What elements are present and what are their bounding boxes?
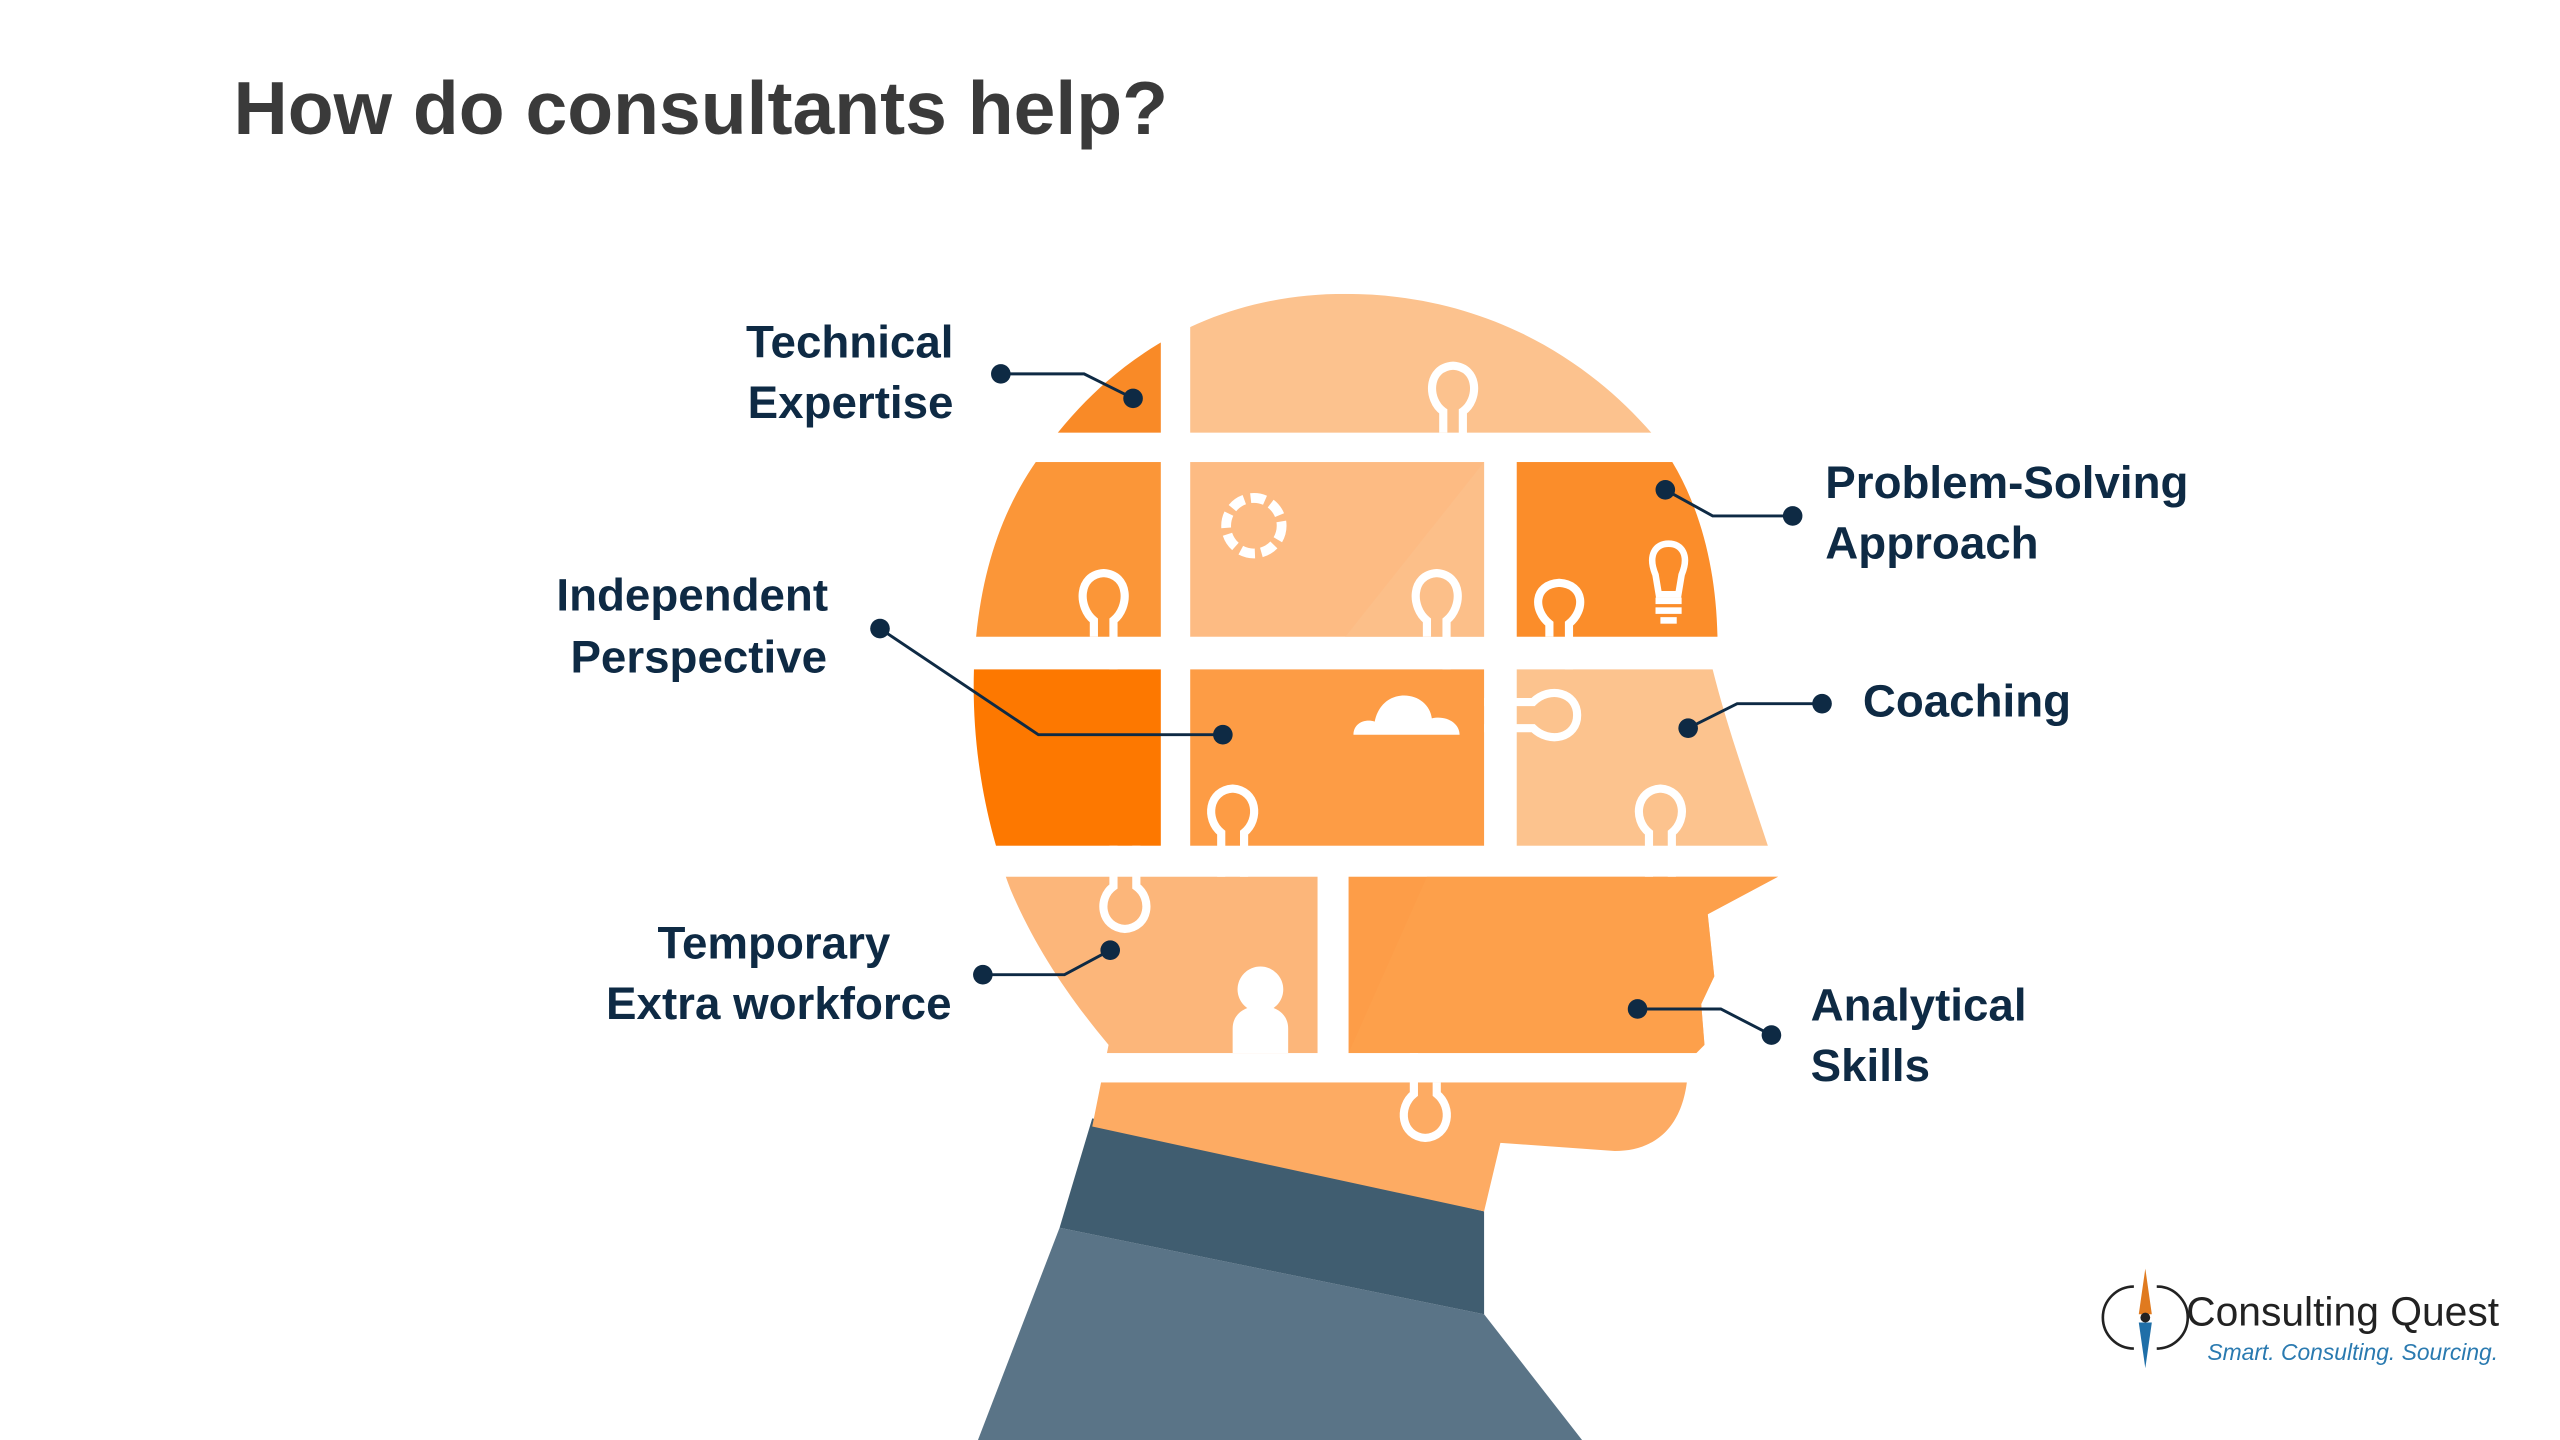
callout-problem-solving: Problem-Solving Approach — [1655, 457, 2188, 568]
compass-icon — [2101, 1268, 2189, 1369]
label-problem-solving-line1: Problem-Solving — [1825, 457, 2188, 508]
tile-problem-solving — [1516, 462, 1746, 637]
page-title: How do consultants help? — [233, 66, 1167, 150]
tile-technical — [973, 293, 1161, 433]
person-icon — [1232, 966, 1289, 1054]
tile-left-upper — [973, 462, 1161, 637]
callout-technical: Technical Expertise — [746, 317, 1143, 428]
gear-icon — [1221, 493, 1287, 559]
shirt-body — [977, 1227, 1583, 1440]
label-analytical-line2: Skills — [1811, 1040, 1930, 1091]
cloud-icon — [1353, 695, 1460, 735]
callout-coaching: Coaching — [1678, 676, 2071, 738]
callout-temporary: Temporary Extra workforce — [606, 917, 1120, 1029]
label-temporary-line2: Extra workforce — [606, 978, 951, 1029]
logo-name: Consulting Quest — [2186, 1289, 2500, 1335]
lightbulb-icon — [1649, 540, 1689, 624]
tile-independent-left — [973, 669, 1161, 846]
label-problem-solving-line2: Approach — [1825, 517, 2038, 568]
consulting-quest-logo: Consulting Quest Smart. Consulting. Sour… — [2101, 1268, 2500, 1369]
label-analytical-line1: Analytical — [1811, 979, 2027, 1030]
label-independent-line1: Independent — [556, 570, 828, 621]
tile-shading — [1345, 462, 1485, 637]
label-technical-line1: Technical — [746, 317, 953, 368]
logo-tagline: Smart. Consulting. Sourcing. — [2207, 1339, 2498, 1365]
callout-independent: Independent Perspective — [556, 570, 1233, 745]
puzzle-connectors — [1078, 361, 1686, 1143]
collar — [1059, 1118, 1485, 1315]
label-technical-line2: Expertise — [748, 377, 954, 428]
label-coaching: Coaching — [1863, 676, 2071, 727]
tile-cloud — [1190, 669, 1485, 846]
callout-analytical: Analytical Skills — [1627, 979, 2027, 1091]
label-temporary-line1: Temporary — [657, 917, 890, 968]
head-puzzle — [973, 293, 1778, 1212]
label-independent-line2: Perspective — [570, 632, 827, 683]
